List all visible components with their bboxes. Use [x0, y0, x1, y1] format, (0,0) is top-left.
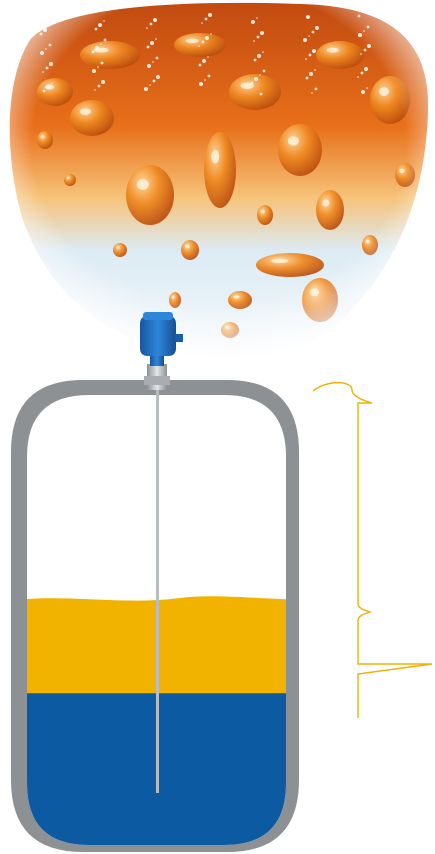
- water-layer: [0, 693, 435, 850]
- oil-layer: [0, 596, 435, 693]
- transmitter-head: [140, 316, 176, 356]
- cable-gland: [175, 334, 183, 342]
- bubble: [39, 14, 41, 16]
- fitting-nut: [144, 376, 170, 385]
- probe-rod: [156, 388, 159, 793]
- transmitter-cap: [143, 312, 173, 320]
- oil-droplets-photo: [10, 3, 428, 357]
- echo-signal-trace: [313, 383, 432, 718]
- tank: [0, 380, 435, 852]
- photo-soft-edge: [10, 3, 428, 357]
